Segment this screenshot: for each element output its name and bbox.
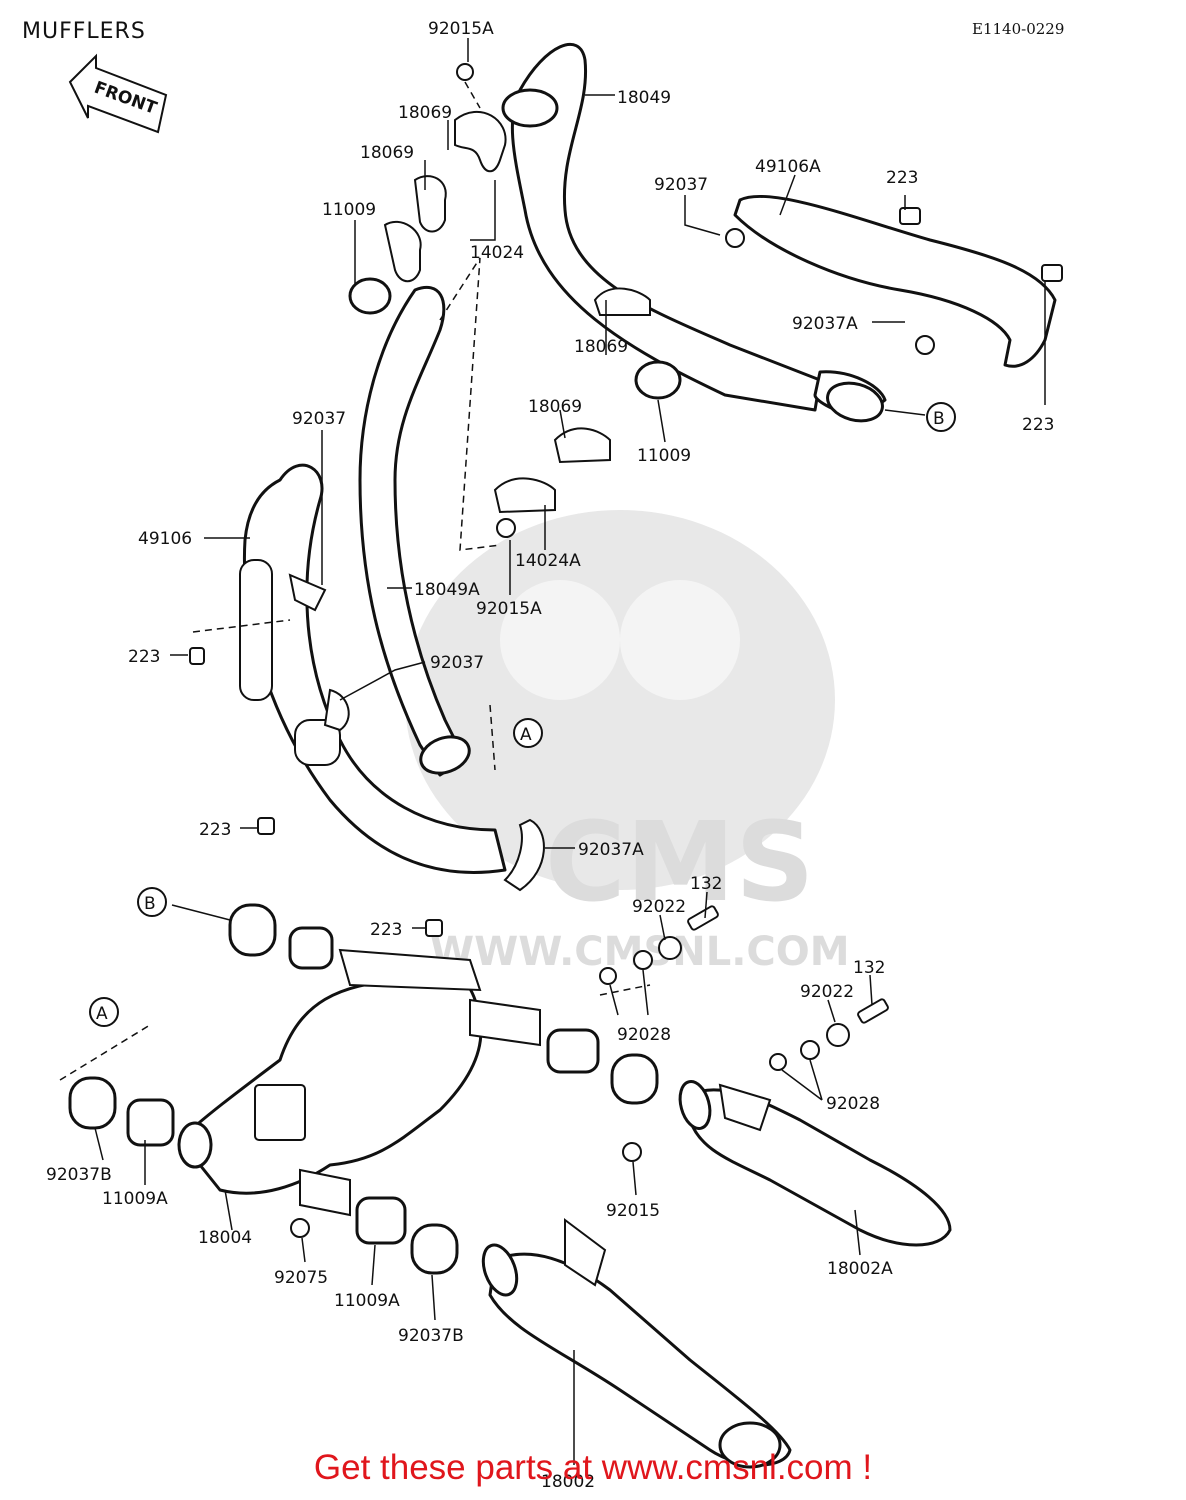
- part-label: 223: [199, 820, 231, 840]
- part-label: 92037: [292, 409, 346, 429]
- part-label: 11009: [322, 200, 376, 220]
- callout-a-upper-label: A: [520, 725, 532, 745]
- part-label: 92022: [632, 897, 686, 917]
- callout-b-lower-label: B: [144, 894, 156, 914]
- part-label: 92022: [800, 982, 854, 1002]
- part-label: 18069: [360, 143, 414, 163]
- part-label: 132: [853, 958, 885, 978]
- part-label: 18049A: [414, 580, 480, 600]
- callout-b-lower: B: [137, 887, 167, 917]
- part-label: 14024A: [515, 551, 581, 571]
- part-label: 18069: [574, 337, 628, 357]
- part-label: 223: [1022, 415, 1054, 435]
- part-label: 11009A: [102, 1189, 168, 1209]
- part-label: 18069: [528, 397, 582, 417]
- part-label: 18002A: [827, 1259, 893, 1279]
- assembly-lines: [59, 81, 651, 1081]
- part-artwork: [68, 42, 1063, 1469]
- part-label: 92028: [826, 1094, 880, 1114]
- part-label: 92075: [274, 1268, 328, 1288]
- cms-watermark: CMS WWW.CMSNL.COM: [405, 510, 850, 975]
- part-labels: 92015A 18049 18069 18069 11009 14024 491…: [46, 19, 1054, 1492]
- part-label: 223: [886, 168, 918, 188]
- part-label: 132: [690, 874, 722, 894]
- part-label: 18069: [398, 103, 452, 123]
- part-label: 223: [370, 920, 402, 940]
- part-label: 49106A: [755, 157, 821, 177]
- callout-a-upper: A: [513, 718, 543, 748]
- part-label: 92037B: [398, 1326, 464, 1346]
- part-label: 92015A: [476, 599, 542, 619]
- callout-a-lower: A: [89, 997, 119, 1027]
- diagram-code: E1140-0229: [972, 20, 1064, 38]
- part-label: 92037: [430, 653, 484, 673]
- part-label: 18049: [617, 88, 671, 108]
- part-label: 92015: [606, 1201, 660, 1221]
- callout-a-lower-label: A: [96, 1004, 108, 1024]
- part-label: 11009: [637, 446, 691, 466]
- part-label: 18002: [541, 1472, 595, 1492]
- part-label: 223: [128, 647, 160, 667]
- front-arrow-icon: FRONT: [68, 53, 168, 134]
- watermark-logo: CMS: [545, 798, 814, 926]
- part-label: 92037A: [578, 840, 644, 860]
- leader-lines: [94, 38, 1046, 1465]
- part-label: 92015A: [428, 19, 494, 39]
- diagram-title: MUFFLERS: [22, 19, 146, 44]
- part-label: 18004: [198, 1228, 252, 1248]
- callout-b-upper-label: B: [933, 409, 945, 429]
- part-label: 92028: [617, 1025, 671, 1045]
- part-label: 92037A: [792, 314, 858, 334]
- callout-b-upper: B: [926, 402, 956, 432]
- part-label: 92037: [654, 175, 708, 195]
- footer-cta-link[interactable]: Get these parts at www.cmsnl.com !: [313, 1448, 873, 1487]
- part-label: 49106: [138, 529, 192, 549]
- part-label: 14024: [470, 243, 524, 263]
- part-label: 11009A: [334, 1291, 400, 1311]
- part-label: 92037B: [46, 1165, 112, 1185]
